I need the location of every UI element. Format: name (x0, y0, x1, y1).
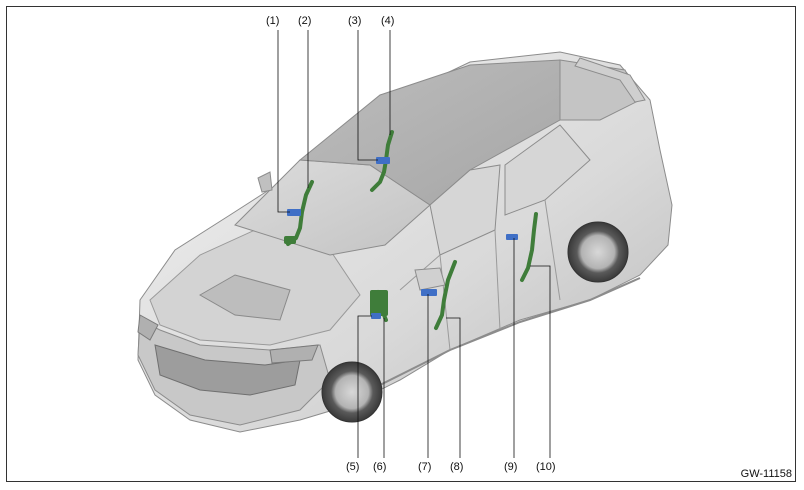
harness-8 (434, 260, 457, 330)
leader-10 (530, 265, 551, 458)
harness-10 (520, 212, 538, 282)
callout-1: (1) (266, 15, 279, 27)
leader-5 (357, 315, 372, 458)
connectors (287, 157, 518, 319)
side-sill (379, 277, 641, 386)
callout-5: (5) (346, 461, 359, 473)
headlight-left (137, 314, 159, 341)
rear-wheel (567, 221, 629, 283)
callout-7: (7) (418, 461, 431, 473)
callout-labels: (1) (2) (3) (4) (5) (6) (7) (8) (9) (10) (266, 15, 556, 473)
callout-10: (10) (536, 461, 556, 473)
leader-8 (446, 317, 461, 458)
front-wheel (321, 361, 383, 423)
connector-9 (506, 234, 518, 240)
connector-1 (287, 209, 301, 216)
figure-id: GW-11158 (740, 468, 792, 480)
callout-9: (9) (504, 461, 517, 473)
leader-lines (277, 30, 551, 458)
hood-scoop (198, 274, 291, 321)
car-body (137, 51, 673, 433)
callout-2: (2) (298, 15, 311, 27)
callout-4: (4) (381, 15, 394, 27)
leader-1 (277, 30, 290, 213)
side-mirror-left (257, 171, 273, 193)
connector-5 (371, 313, 381, 319)
rear-spoiler (574, 57, 646, 103)
headlight-right (269, 344, 319, 364)
connector-3 (376, 157, 390, 164)
callout-3: (3) (348, 15, 361, 27)
harness-block-2 (284, 236, 296, 244)
harness-block-6 (370, 290, 388, 316)
harness-4 (370, 130, 394, 192)
connector-7 (421, 289, 437, 296)
rear-side-window (504, 124, 591, 216)
callout-8: (8) (450, 461, 463, 473)
front-side-window (429, 164, 501, 256)
harness-blocks (284, 236, 388, 316)
callout-6: (6) (373, 461, 386, 473)
front-grille (154, 344, 301, 396)
leader-3 (357, 30, 378, 161)
